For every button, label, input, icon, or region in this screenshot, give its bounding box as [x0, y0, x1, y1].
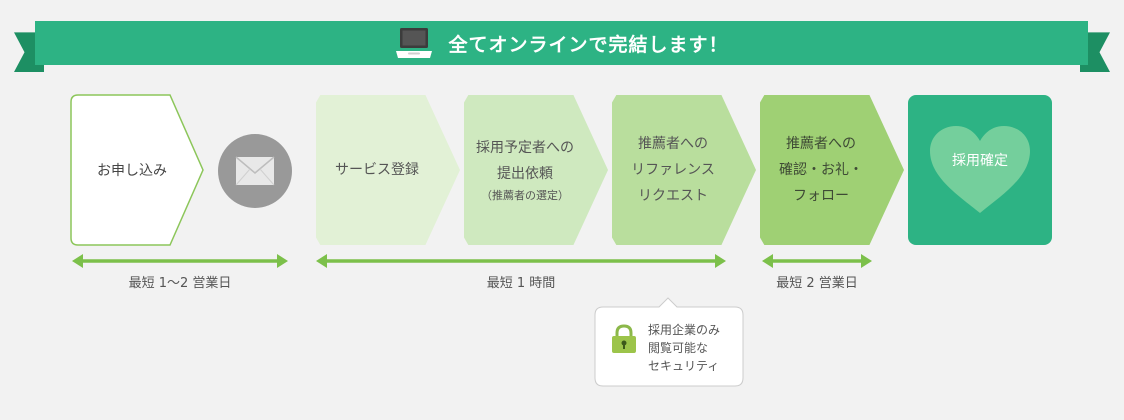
timeline-label-second: 最短 1 時間 — [486, 276, 556, 291]
step-follow-text: 推薦者への 確認・お礼・ フォロー — [779, 131, 885, 209]
step-request-text: 採用予定者への 提出依頼 （推薦者の選定） — [476, 135, 596, 205]
step-reference-line3: リクエスト — [637, 188, 708, 204]
step-submission-request: 採用予定者への 提出依頼 （推薦者の選定） — [464, 95, 608, 245]
security-callout — [594, 297, 744, 387]
heart-wrap: 採用確定 — [928, 125, 1032, 215]
step-service-text: サービス登録 — [335, 157, 441, 183]
lock-icon — [612, 324, 636, 353]
mail-step — [218, 134, 292, 208]
step-service-registration: サービス登録 — [316, 95, 460, 245]
laptop-icon — [396, 28, 433, 58]
step-request-line2: 提出依頼 — [497, 166, 553, 182]
timeline-arrow-first — [72, 254, 288, 268]
banner-title: 全てオンラインで完結します！ — [448, 33, 729, 56]
heart-icon — [930, 126, 1030, 213]
step-hire-label: 採用確定 — [952, 153, 1008, 169]
step-follow-line2: 確認・お礼・ — [779, 162, 863, 178]
step-apply-arrow — [70, 94, 204, 246]
step-apply: お申し込み — [72, 95, 192, 245]
step-reference-text: 推薦者への リファレンス リクエスト — [631, 131, 737, 209]
security-line3: セキュリティ — [648, 359, 720, 373]
step-reference-request: 推薦者への リファレンス リクエスト — [612, 95, 756, 245]
envelope-icon — [235, 156, 275, 186]
step-follow-line1: 推薦者への — [786, 136, 856, 152]
step-request-line1: 採用予定者への — [476, 140, 574, 156]
step-apply-label: お申し込み — [97, 163, 167, 179]
timeline-label-third: 最短 2 営業日 — [776, 276, 858, 291]
step-hire-confirmed: 採用確定 — [908, 95, 1052, 245]
banner-content: 全てオンラインで完結します！ — [394, 25, 728, 61]
step-reference-line1: 推薦者への — [637, 136, 708, 152]
security-line1: 採用企業のみ — [648, 323, 721, 337]
timeline-arrow-second — [316, 254, 726, 268]
step-reference-line2: リファレンス — [631, 162, 715, 178]
timeline-arrow-third — [762, 254, 872, 268]
step-service-label: サービス登録 — [335, 162, 419, 178]
step-follow-up: 推薦者への 確認・お礼・ フォロー — [760, 95, 904, 245]
timeline-label-first: 最短 1〜2 営業日 — [128, 276, 232, 291]
step-request-note: （推薦者の選定） — [481, 189, 569, 202]
banner: 全てオンラインで完結します！ — [35, 21, 1088, 65]
step-follow-line3: フォロー — [793, 188, 849, 204]
security-text: 採用企業のみ 閲覧可能な セキュリティ — [648, 321, 720, 375]
security-line2: 閲覧可能な — [648, 341, 709, 355]
